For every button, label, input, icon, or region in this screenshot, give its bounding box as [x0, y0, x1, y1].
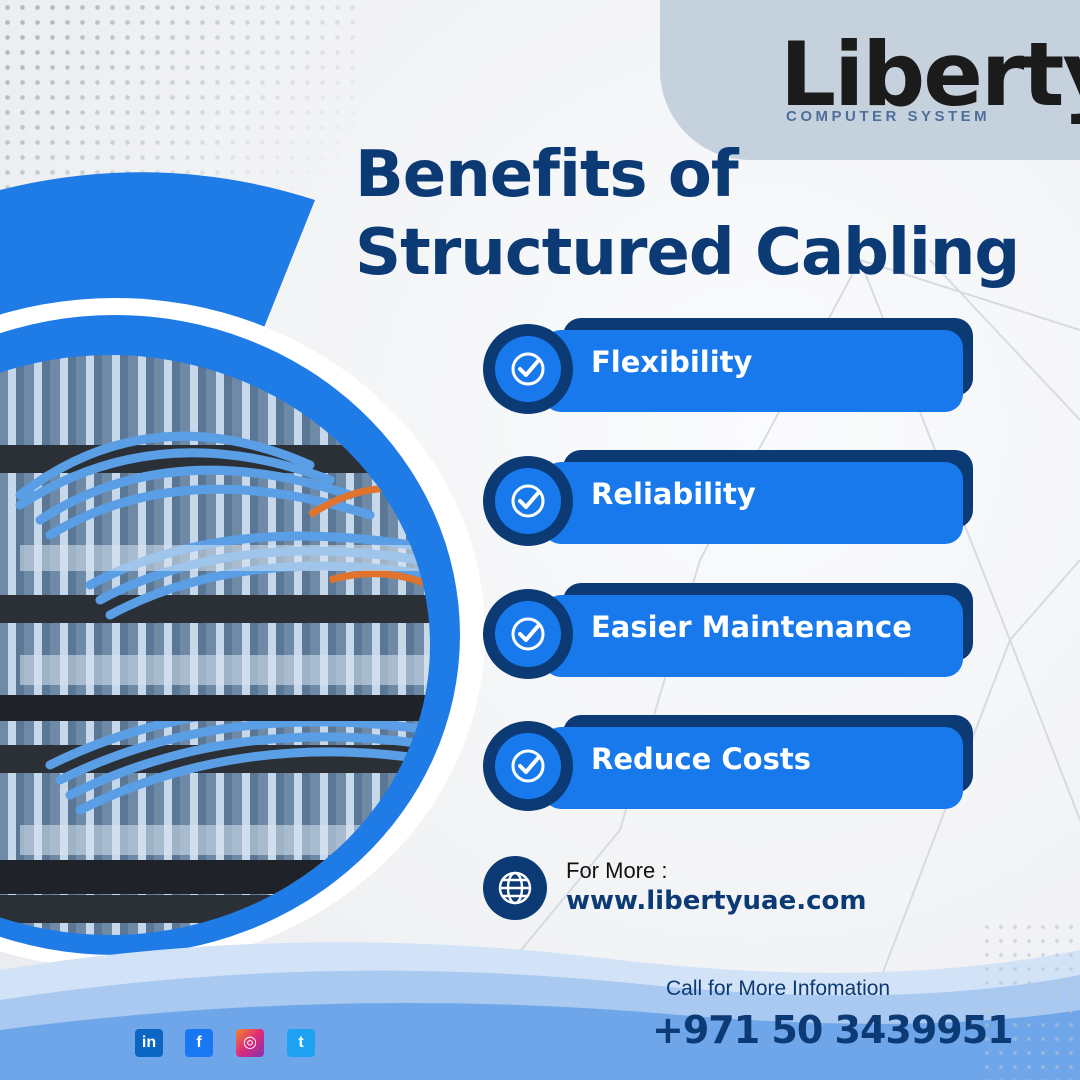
benefit-badge [483, 456, 573, 546]
logo-panel [660, 0, 1080, 160]
benefit-label: Reduce Costs [591, 742, 811, 776]
website-link[interactable]: www.libertyuae.com [566, 886, 867, 916]
network-cables-photo [0, 355, 430, 935]
benefit-label: Reliability [591, 477, 756, 511]
dot-pattern-bottom [980, 920, 1080, 1080]
check-circle-icon [511, 617, 545, 651]
benefit-bar [543, 330, 963, 412]
title-line-2: Structured Cabling [355, 216, 1020, 290]
instagram-icon[interactable]: ◎ [236, 1029, 264, 1057]
benefit-item-flexibility: Flexibility [483, 318, 973, 414]
brand-logo: Liberty [780, 23, 1080, 126]
phone-number[interactable]: +971 50 3439951 [652, 1008, 1014, 1052]
bottom-wave [0, 942, 1080, 1080]
benefit-badge [483, 589, 573, 679]
benefit-label: Easier Maintenance [591, 610, 912, 644]
page-title: Benefits of Structured Cabling [355, 136, 1055, 292]
benefit-item-easier-maintenance: Easier Maintenance [483, 583, 973, 679]
linkedin-icon[interactable]: in [135, 1029, 163, 1057]
check-circle-icon [511, 352, 545, 386]
twitter-glyph: t [298, 1034, 304, 1051]
benefit-bar [543, 462, 963, 544]
facebook-glyph: f [196, 1034, 202, 1051]
check-circle-icon [511, 484, 545, 518]
benefit-item-reliability: Reliability [483, 450, 973, 546]
benefit-badge [483, 324, 573, 414]
facebook-icon[interactable]: f [185, 1029, 213, 1057]
benefit-bar [543, 595, 963, 677]
call-label: Call for More Infomation [666, 977, 891, 1000]
brand-tagline: COMPUTER SYSTEM [786, 108, 991, 125]
globe-icon [483, 856, 547, 920]
benefit-item-reduce-costs: Reduce Costs [483, 715, 973, 811]
twitter-icon[interactable]: t [287, 1029, 315, 1057]
for-more-label: For More : [566, 858, 668, 883]
linkedin-glyph: in [141, 1034, 157, 1051]
benefit-bar [543, 727, 963, 809]
check-circle-icon [511, 749, 545, 783]
benefit-label: Flexibility [591, 345, 753, 379]
benefit-badge [483, 721, 573, 811]
instagram-glyph: ◎ [243, 1034, 257, 1051]
title-line-1: Benefits of [355, 138, 739, 212]
